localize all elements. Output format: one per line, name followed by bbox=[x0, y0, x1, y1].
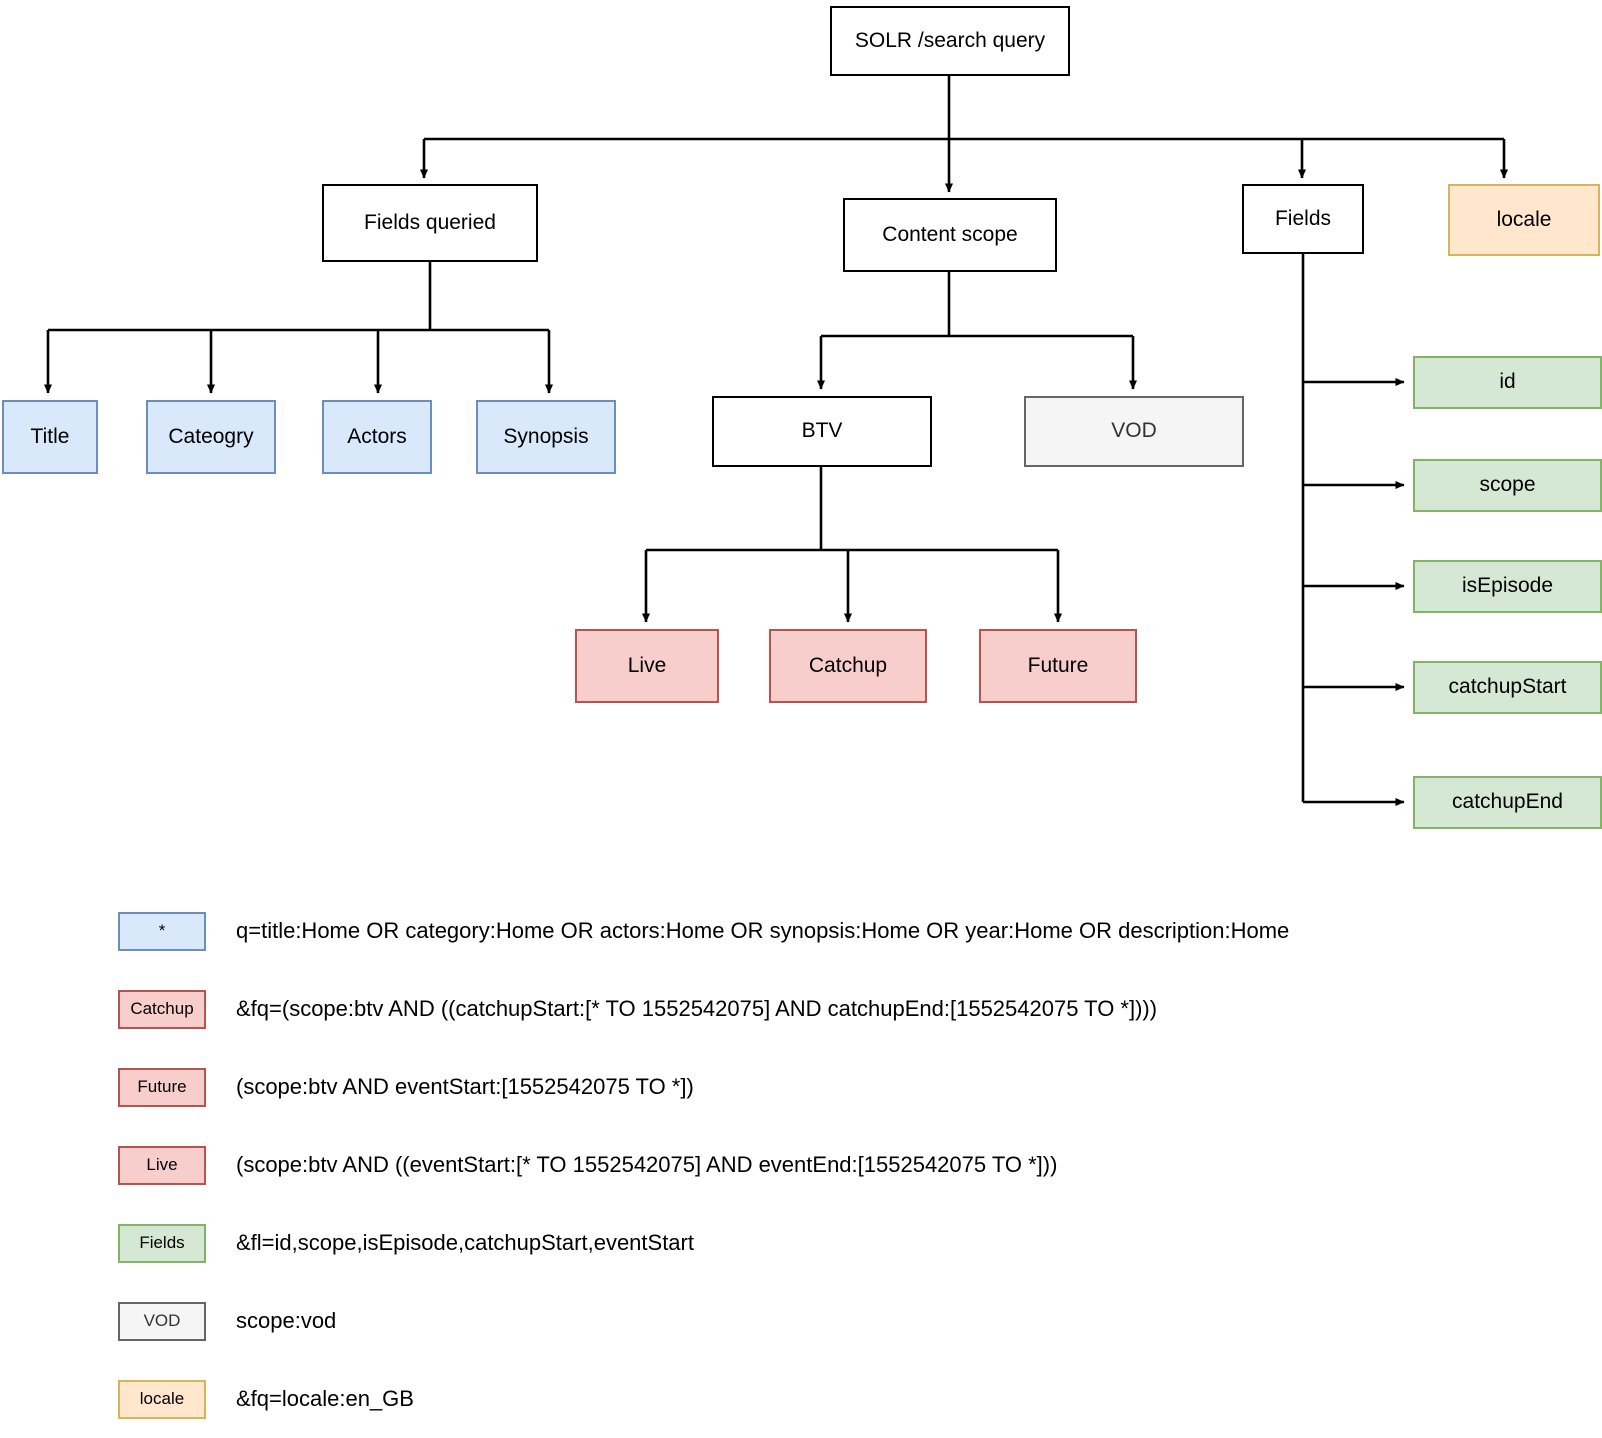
node-label: Future bbox=[1027, 653, 1089, 677]
legend-row: VOD scope:vod bbox=[118, 1282, 1578, 1360]
legend-swatch-vod: VOD bbox=[118, 1301, 206, 1341]
node-label: catchupStart bbox=[1448, 675, 1567, 699]
node-future[interactable]: Future bbox=[979, 629, 1137, 703]
node-label: BTV bbox=[801, 419, 843, 443]
node-label: Fields bbox=[1274, 206, 1332, 230]
legend-swatch-label: Future bbox=[137, 1077, 187, 1096]
legend-swatch-future: Future bbox=[118, 1067, 206, 1107]
node-content-scope[interactable]: Content scope bbox=[843, 198, 1057, 272]
legend-row: * q=title:Home OR category:Home OR actor… bbox=[118, 892, 1578, 970]
legend-row: Fields &fl=id,scope,isEpisode,catchupSta… bbox=[118, 1204, 1578, 1282]
node-label: Title bbox=[30, 424, 70, 448]
node-solr-search-query[interactable]: SOLR /search query bbox=[830, 6, 1070, 76]
legend-text-query: q=title:Home OR category:Home OR actors:… bbox=[236, 918, 1290, 943]
node-label: SOLR /search query bbox=[854, 28, 1046, 52]
node-label: Cateogry bbox=[168, 424, 254, 448]
node-btv[interactable]: BTV bbox=[712, 396, 932, 467]
legend-swatch-label: Catchup bbox=[130, 999, 194, 1018]
node-label: VOD bbox=[1111, 419, 1157, 443]
node-field-catchupstart[interactable]: catchupStart bbox=[1413, 661, 1602, 714]
node-label: isEpisode bbox=[1461, 574, 1554, 598]
node-label: id bbox=[1499, 370, 1516, 394]
node-fields-queried[interactable]: Fields queried bbox=[322, 184, 538, 262]
node-field-catchupend[interactable]: catchupEnd bbox=[1413, 776, 1602, 829]
legend-swatch-label: * bbox=[158, 921, 166, 940]
legend-row: locale &fq=locale:en_GB bbox=[118, 1360, 1578, 1438]
node-label: Content scope bbox=[882, 222, 1018, 246]
legend-text-fields: &fl=id,scope,isEpisode,catchupStart,even… bbox=[236, 1230, 694, 1255]
node-title[interactable]: Title bbox=[2, 400, 98, 474]
legend-row: Catchup &fq=(scope:btv AND ((catchupStar… bbox=[118, 970, 1578, 1048]
legend-swatch-label: locale bbox=[139, 1389, 185, 1408]
node-label: Live bbox=[627, 653, 667, 677]
legend-text-locale: &fq=locale:en_GB bbox=[236, 1386, 414, 1411]
legend-swatch-label: Live bbox=[146, 1155, 178, 1174]
legend-swatch-label: VOD bbox=[143, 1311, 181, 1330]
legend: * q=title:Home OR category:Home OR actor… bbox=[118, 892, 1578, 1438]
legend-swatch-label: Fields bbox=[139, 1233, 185, 1252]
node-label: Actors bbox=[347, 424, 407, 448]
node-field-scope[interactable]: scope bbox=[1413, 459, 1602, 512]
legend-text-vod: scope:vod bbox=[236, 1308, 337, 1333]
node-field-isepisode[interactable]: isEpisode bbox=[1413, 560, 1602, 613]
legend-text-catchup: &fq=(scope:btv AND ((catchupStart:[* TO … bbox=[236, 996, 1158, 1021]
legend-text-future: (scope:btv AND eventStart:[1552542075 TO… bbox=[236, 1074, 694, 1099]
node-catchup[interactable]: Catchup bbox=[769, 629, 927, 703]
node-label: Catchup bbox=[808, 653, 888, 677]
legend-row: Future (scope:btv AND eventStart:[155254… bbox=[118, 1048, 1578, 1126]
node-label: Fields queried bbox=[364, 210, 496, 234]
node-label: catchupEnd bbox=[1452, 790, 1563, 814]
node-locale[interactable]: locale bbox=[1448, 184, 1600, 256]
legend-swatch-fields: Fields bbox=[118, 1223, 206, 1263]
node-vod[interactable]: VOD bbox=[1024, 396, 1244, 467]
legend-swatch-locale: locale bbox=[118, 1379, 206, 1419]
legend-text-live: (scope:btv AND ((eventStart:[* TO 155254… bbox=[236, 1152, 1058, 1177]
legend-row: Live (scope:btv AND ((eventStart:[* TO 1… bbox=[118, 1126, 1578, 1204]
node-field-id[interactable]: id bbox=[1413, 356, 1602, 409]
node-label: scope bbox=[1479, 473, 1536, 497]
legend-swatch-wildcard: * bbox=[118, 911, 206, 951]
node-fields[interactable]: Fields bbox=[1242, 184, 1364, 254]
node-actors[interactable]: Actors bbox=[322, 400, 432, 474]
legend-swatch-live: Live bbox=[118, 1145, 206, 1185]
node-label: locale bbox=[1496, 207, 1552, 231]
node-cateogry[interactable]: Cateogry bbox=[146, 400, 276, 474]
node-live[interactable]: Live bbox=[575, 629, 719, 703]
node-label: Synopsis bbox=[503, 424, 589, 448]
legend-swatch-catchup: Catchup bbox=[118, 989, 206, 1029]
node-synopsis[interactable]: Synopsis bbox=[476, 400, 616, 474]
